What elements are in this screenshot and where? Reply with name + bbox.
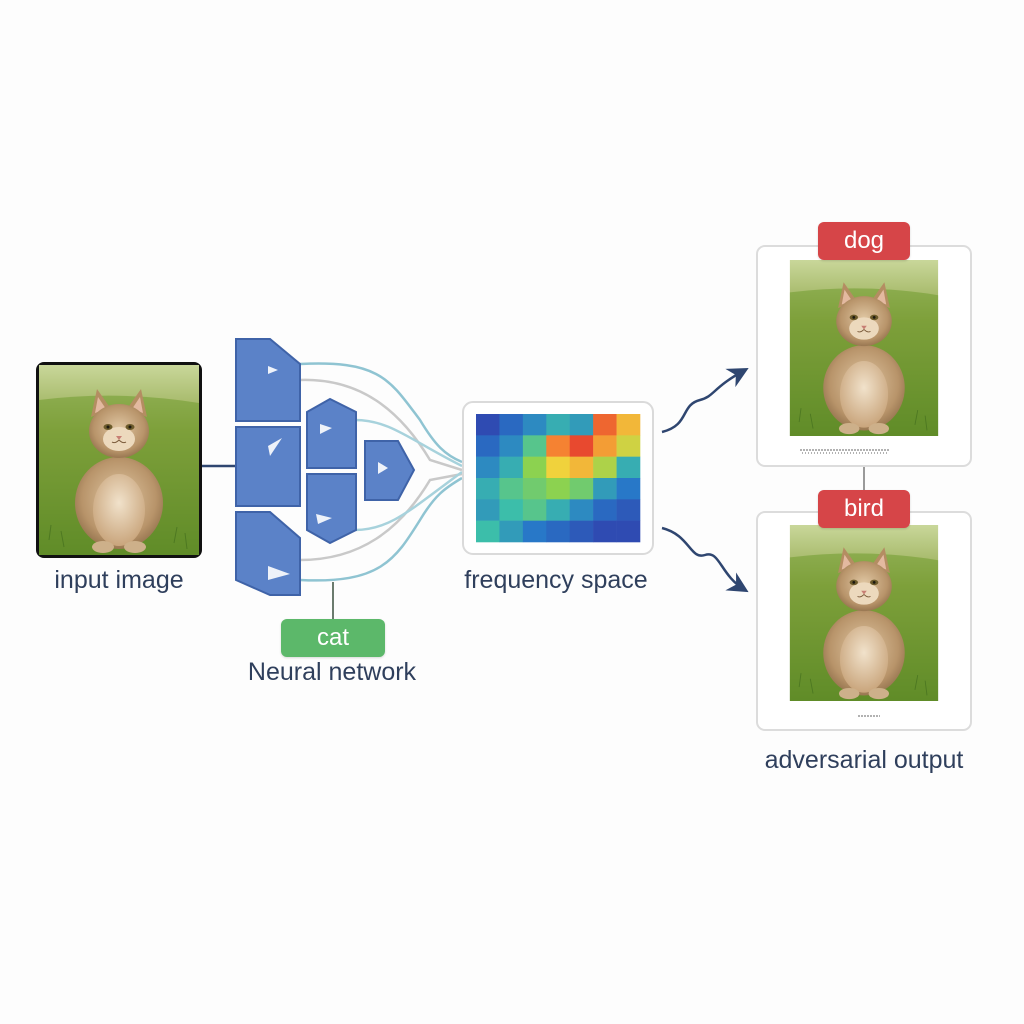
- heatmap-cell: [476, 456, 500, 479]
- heatmap-cell: [546, 456, 571, 479]
- heatmap-cell: [616, 520, 641, 543]
- heatmap-cell: [616, 456, 641, 479]
- heatmap-cell: [476, 478, 500, 500]
- frequency-space-label: frequency space: [464, 566, 648, 594]
- flow-curves: [299, 362, 463, 582]
- heatmap-cell: [569, 414, 594, 436]
- arrow-to-bird-output: [661, 526, 749, 593]
- heatmap-cell: [499, 435, 524, 457]
- heatmap-cell: [499, 520, 524, 543]
- heatmap-cell: [522, 435, 547, 457]
- heatmap-cell: [569, 456, 594, 479]
- frequency-space-panel: [462, 401, 654, 555]
- heatmap-cell: [522, 520, 547, 543]
- heatmap-cell: [546, 414, 571, 436]
- network-block-5: [306, 473, 357, 545]
- heatmap-cell: [593, 499, 617, 521]
- neural-network-label: Neural network: [247, 658, 417, 686]
- bird-output-frame: [756, 511, 972, 731]
- input-image-label: input image: [54, 566, 184, 594]
- heatmap-cell: [522, 414, 547, 436]
- neural-network-icon: [235, 338, 416, 620]
- network-block-2: [235, 426, 301, 507]
- heatmap-cell: [546, 435, 571, 457]
- heatmap-cell: [476, 435, 500, 457]
- heatmap-cell: [569, 520, 594, 543]
- heatmap-cell: [593, 435, 617, 457]
- adversarial-output-label: adversarial output: [764, 746, 964, 774]
- heatmap-cell: [546, 520, 571, 543]
- dog-output-frame: [756, 245, 972, 467]
- heatmap-cell: [546, 499, 571, 521]
- dog-prediction-tag: dog: [818, 222, 910, 260]
- heatmap-cell: [546, 478, 571, 500]
- bird-prediction-tag: bird: [818, 490, 910, 528]
- input-image-thumbnail: [36, 362, 202, 558]
- heatmap-cell: [569, 435, 594, 457]
- heatmap-cell: [476, 499, 500, 521]
- heatmap-cell: [569, 499, 594, 521]
- heatmap-cell: [476, 414, 500, 436]
- heatmap-cell: [616, 499, 641, 521]
- heatmap-cell: [522, 456, 547, 479]
- heatmap-cell: [522, 478, 547, 500]
- heatmap-cell: [499, 499, 524, 521]
- heatmap-cell: [616, 414, 641, 436]
- heatmap-cell: [522, 499, 547, 521]
- heatmap-cell: [499, 478, 524, 500]
- network-block-4: [306, 397, 357, 469]
- network-block-1: [235, 338, 301, 422]
- heatmap-cell: [616, 435, 641, 457]
- dog-output-caption: [800, 449, 890, 454]
- heatmap-cell: [616, 478, 641, 500]
- network-block-3: [235, 511, 301, 596]
- heatmap-cell: [476, 520, 500, 543]
- network-block-6: [364, 440, 416, 501]
- cat-prediction-tag: cat: [281, 619, 385, 657]
- heatmap-cell: [499, 414, 524, 436]
- heatmap-cell: [593, 456, 617, 479]
- heatmap-cell: [593, 478, 617, 500]
- heatmap-cell: [593, 414, 617, 436]
- frequency-heatmap: [476, 414, 641, 543]
- arrow-to-dog-output: [661, 368, 749, 434]
- heatmap-cell: [499, 456, 524, 479]
- heatmap-cell: [569, 478, 594, 500]
- heatmap-cell: [593, 520, 617, 543]
